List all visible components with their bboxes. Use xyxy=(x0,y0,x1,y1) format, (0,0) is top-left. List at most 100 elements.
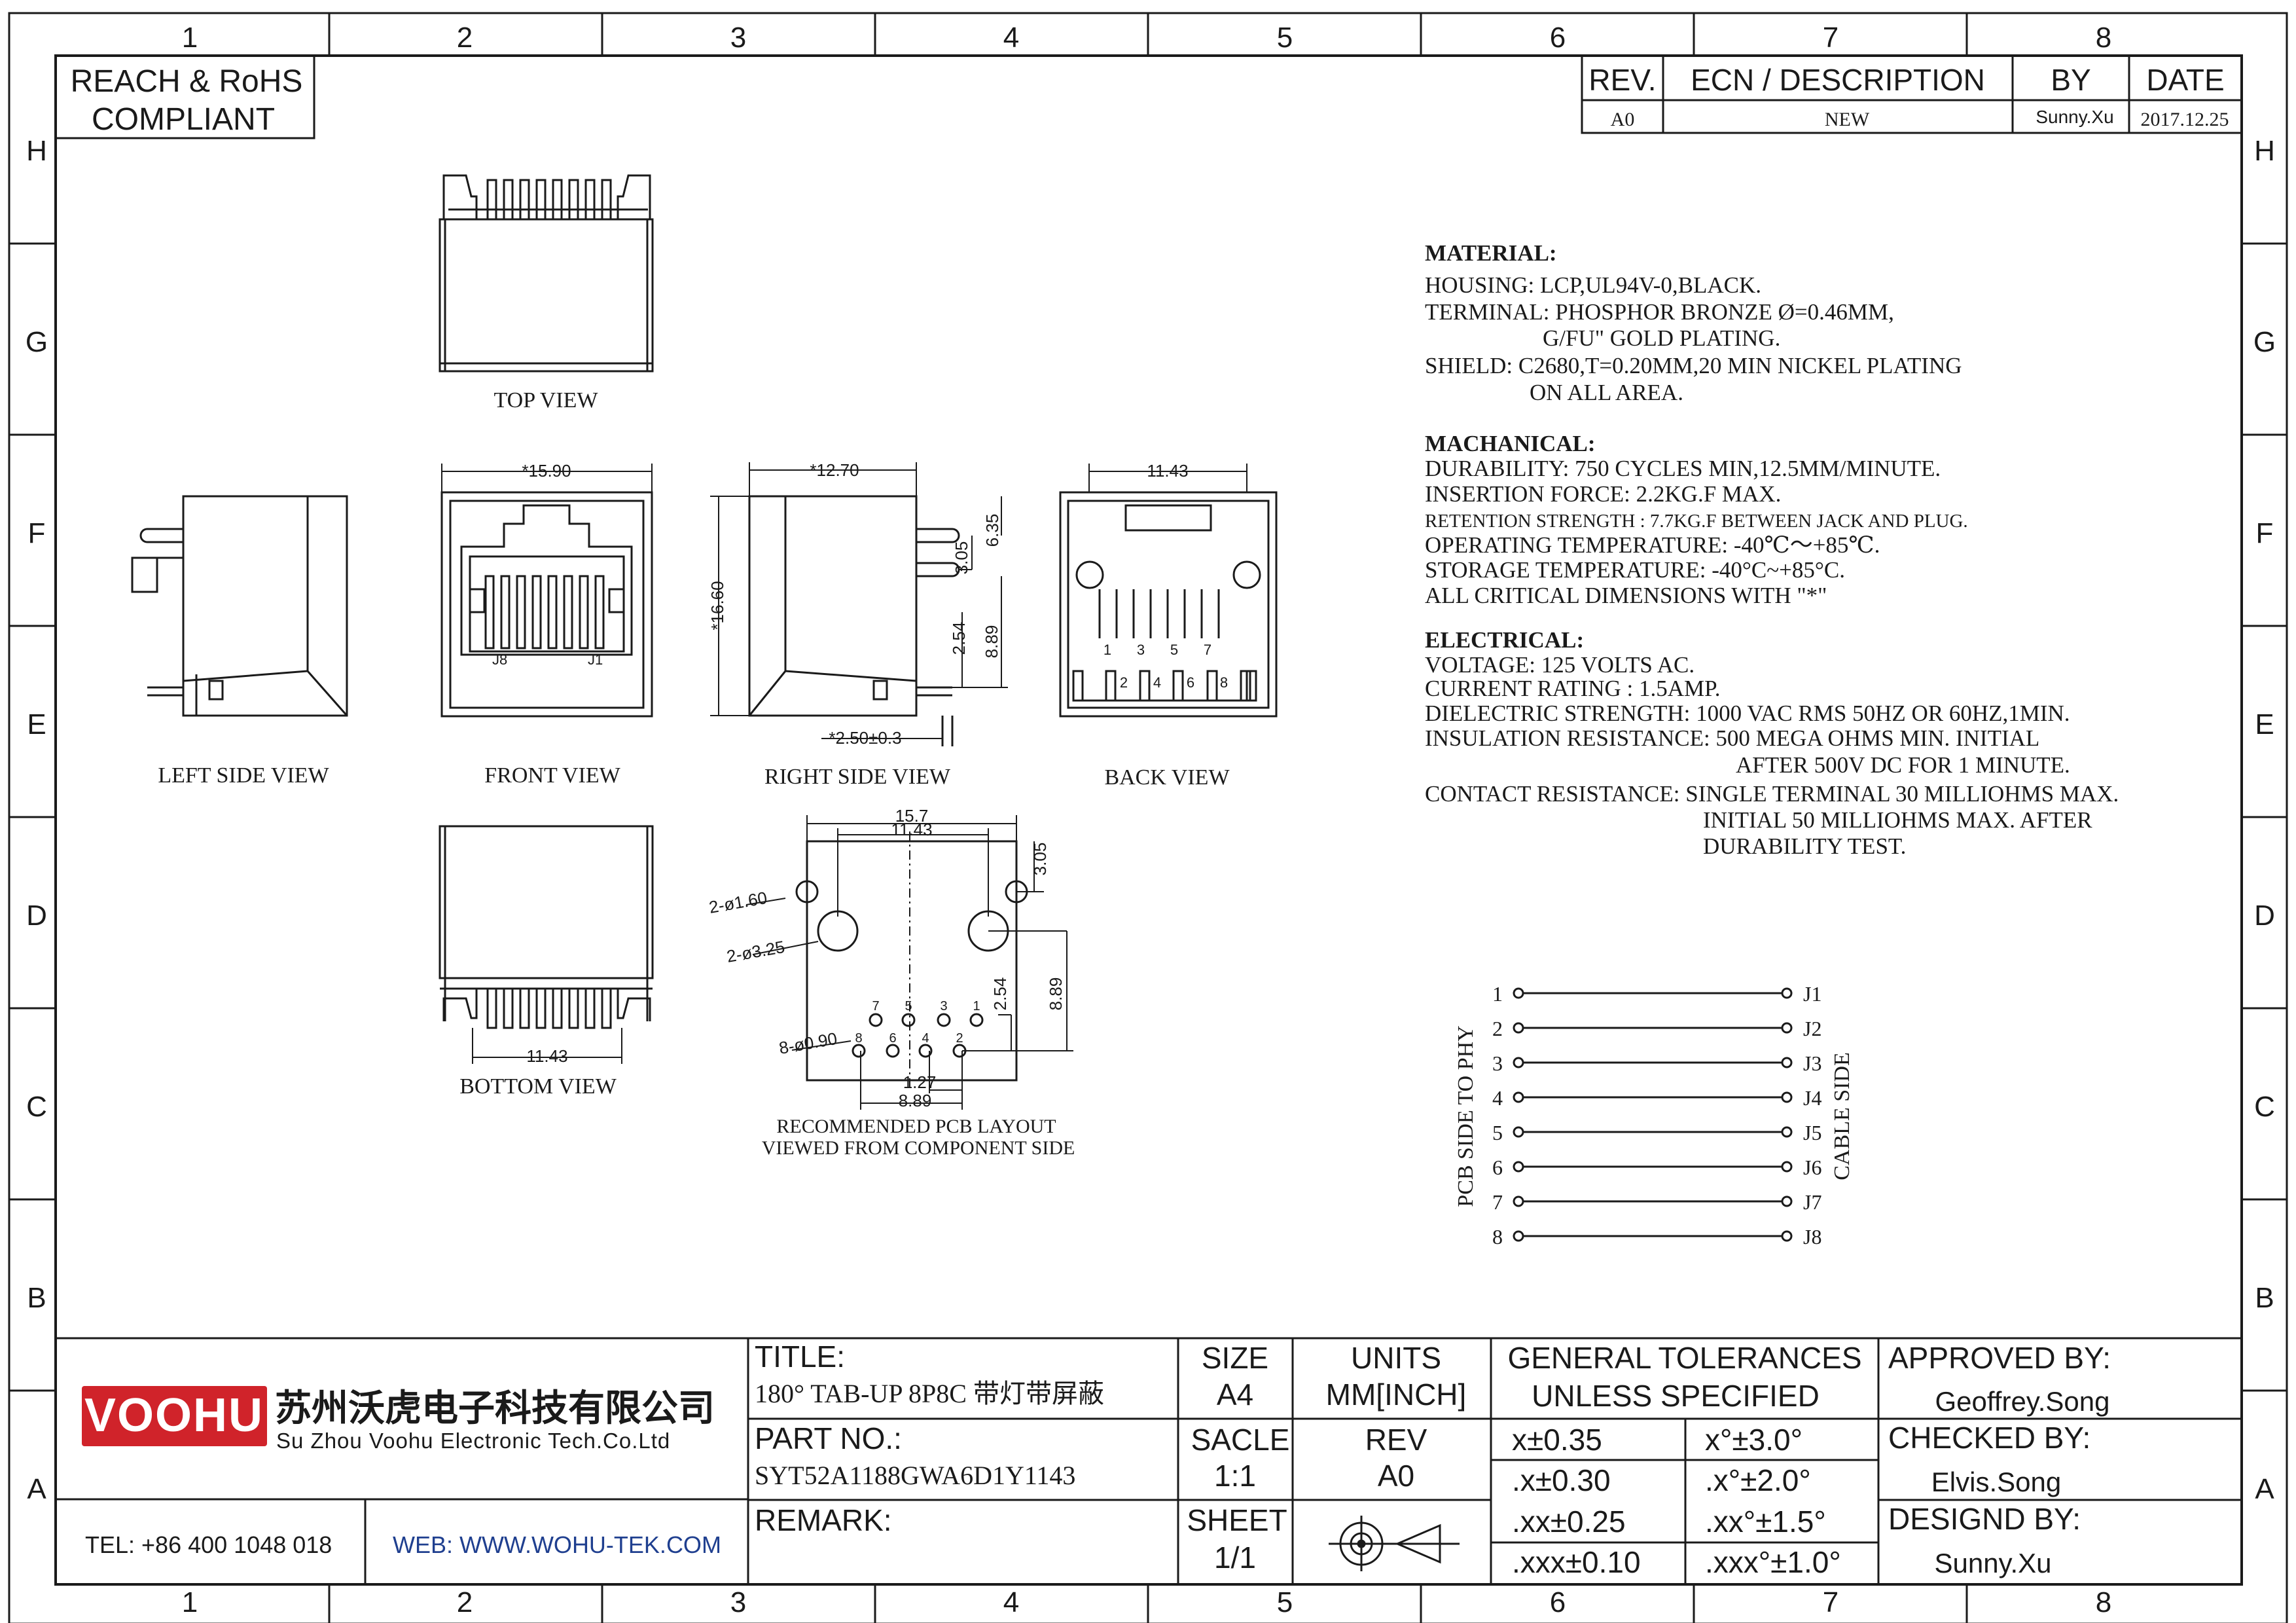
pcb-dim-11-43: 11.43 xyxy=(891,820,932,839)
front-view-drawing xyxy=(440,491,653,718)
schematic-terminal xyxy=(1781,1195,1793,1207)
pcb-hole-c: 8-ø0.90 xyxy=(778,1029,838,1058)
back-pin-4: 4 xyxy=(1153,674,1161,691)
spec-line: ON ALL AREA. xyxy=(1530,380,1683,405)
grid-row-right-h: H xyxy=(2254,135,2275,167)
schematic-pin-left: 7 xyxy=(1492,1190,1503,1214)
units-label: UNITS xyxy=(1351,1341,1441,1375)
company-web[interactable]: WEB: WWW.WOHU-TEK.COM xyxy=(393,1531,721,1558)
spec-line: SHIELD: C2680,T=0.20MM,20 MIN NICKEL PLA… xyxy=(1425,353,1962,378)
grid-col-top-3: 3 xyxy=(730,22,746,54)
back-pin-leg xyxy=(1072,670,1084,702)
schematic-pin-left: 1 xyxy=(1492,982,1503,1006)
schematic-pin-right: J6 xyxy=(1803,1156,1821,1179)
top-view-label: TOP VIEW xyxy=(494,388,599,412)
title-value: 180° TAB-UP 8P8C 带灯带屏蔽 xyxy=(755,1379,1104,1408)
grid-row-left-g: G xyxy=(26,326,48,358)
schematic-pin-left: 2 xyxy=(1492,1017,1503,1040)
back-view-pins xyxy=(1072,589,1257,702)
pcb-dim-1-27: 1.27 xyxy=(903,1072,937,1092)
spec-line: CONTACT RESISTANCE: SINGLE TERMINAL 30 M… xyxy=(1425,781,2119,807)
top-view-drawing xyxy=(439,174,654,373)
company-name-cn: 苏州沃虎电子科技有限公司 xyxy=(275,1387,715,1429)
part-number-label: PART NO.: xyxy=(755,1421,902,1455)
tolerance-label-2: UNLESS SPECIFIED xyxy=(1532,1379,1820,1413)
spec-line: ELECTRICAL: xyxy=(1425,627,1584,653)
spec-line: INSULATION RESISTANCE: 500 MEGA OHMS MIN… xyxy=(1425,725,2039,751)
grid-col-bottom-4: 4 xyxy=(1003,1586,1019,1618)
back-view-label: BACK VIEW xyxy=(1104,765,1230,790)
spec-line: DURABILITY: 750 CYCLES MIN,12.5MM/MINUTE… xyxy=(1425,456,1941,481)
back-pin-3: 3 xyxy=(1137,642,1145,658)
schematic-terminal xyxy=(1781,1161,1793,1173)
back-pin-leg xyxy=(1206,670,1218,702)
back-pin-5: 5 xyxy=(1170,642,1178,658)
size-value: A4 xyxy=(1217,1377,1253,1412)
units-value: MM[INCH] xyxy=(1326,1377,1467,1412)
schematic-terminal xyxy=(1513,1091,1524,1103)
schematic-pin-right: J4 xyxy=(1803,1086,1821,1110)
front-dim-width xyxy=(441,464,653,492)
pcb-pin-6: 6 xyxy=(889,1031,896,1046)
grid-row-left-h: H xyxy=(26,135,47,167)
grid-row-left-e: E xyxy=(27,708,46,740)
front-contact-pin xyxy=(531,575,542,649)
right-view-drawing xyxy=(748,495,960,746)
pcb-pin-2: 2 xyxy=(956,1031,963,1046)
schematic-pin-left: 5 xyxy=(1492,1121,1503,1144)
tolerance-x3-angle: .xxx°±1.0° xyxy=(1705,1545,1841,1579)
voohu-logo-badge xyxy=(82,1386,267,1446)
back-pin-leg xyxy=(1139,670,1151,702)
pcb-pin-7: 7 xyxy=(872,999,879,1013)
left-view-label: LEFT SIDE VIEW xyxy=(158,763,329,788)
back-pin-8: 8 xyxy=(1220,674,1228,691)
grid-col-top-8: 8 xyxy=(2096,22,2111,54)
tolerance-x2: .xx±0.25 xyxy=(1512,1504,1626,1539)
right-dim-8-89: 8.89 xyxy=(982,625,1001,659)
specifications: MATERIAL:HOUSING: LCP,UL94V-0,BLACK.TERM… xyxy=(1425,240,2119,859)
back-dim-width-label: 11.43 xyxy=(1147,461,1188,481)
schematic-terminal xyxy=(1781,987,1793,999)
title-label: TITLE: xyxy=(755,1340,845,1374)
tolerance-x: x±0.35 xyxy=(1512,1423,1602,1457)
rev-header-rev: REV. xyxy=(1588,63,1656,97)
rev-value-rev: A0 xyxy=(1611,109,1635,130)
spec-line: G/FU" GOLD PLATING. xyxy=(1543,325,1780,351)
compliance-line-1: REACH & RoHS xyxy=(71,64,303,99)
rev-value: A0 xyxy=(1378,1459,1414,1493)
part-number-value: SYT52A1188GWA6D1Y1143 xyxy=(755,1461,1075,1490)
grid-row-left-f: F xyxy=(28,517,46,549)
spec-line: VOLTAGE: 125 VOLTS AC. xyxy=(1425,652,1695,678)
front-contact-pin xyxy=(484,575,495,649)
pcb-pin-hole xyxy=(901,1013,916,1027)
schematic-pin-right: J8 xyxy=(1803,1225,1821,1249)
right-dim-depth: *12.70 xyxy=(810,460,859,480)
grid-row-right-d: D xyxy=(2254,900,2275,932)
zone-ticks xyxy=(9,13,2287,1623)
spec-line: DURABILITY TEST. xyxy=(1703,833,1906,859)
front-contact-pin xyxy=(500,575,511,649)
scale-value: 1:1 xyxy=(1214,1459,1256,1493)
right-dim-height: *16.60 xyxy=(708,581,727,630)
sheet-value: 1/1 xyxy=(1214,1541,1256,1575)
right-dim-6-35: 6.35 xyxy=(982,514,1002,547)
grid-col-bottom-8: 8 xyxy=(2096,1586,2111,1618)
schematic-terminal xyxy=(1513,1022,1524,1034)
spec-line: MACHANICAL: xyxy=(1425,431,1596,456)
grid-col-top-1: 1 xyxy=(182,22,198,54)
schematic-terminal xyxy=(1781,1091,1793,1103)
back-pin-6: 6 xyxy=(1187,674,1194,691)
pcb-pin-5: 5 xyxy=(905,999,912,1013)
pcb-dim-8-89: 8.89 xyxy=(1046,977,1066,1011)
schematic-terminal xyxy=(1513,1057,1524,1068)
grid-row-right-e: E xyxy=(2255,708,2274,740)
pcb-caption-1: RECOMMENDED PCB LAYOUT xyxy=(776,1116,1056,1137)
schematic-pin-right: J2 xyxy=(1803,1017,1821,1040)
front-contact-pin xyxy=(579,575,589,649)
back-pin-leg xyxy=(1172,670,1184,702)
pcb-dim-8-89b: 8.89 xyxy=(899,1091,932,1110)
grid-col-bottom-2: 2 xyxy=(457,1586,473,1618)
spec-line: RETENTION STRENGTH : 7.7KG.F BETWEEN JAC… xyxy=(1425,511,1968,532)
pcb-pin-3: 3 xyxy=(940,999,947,1013)
